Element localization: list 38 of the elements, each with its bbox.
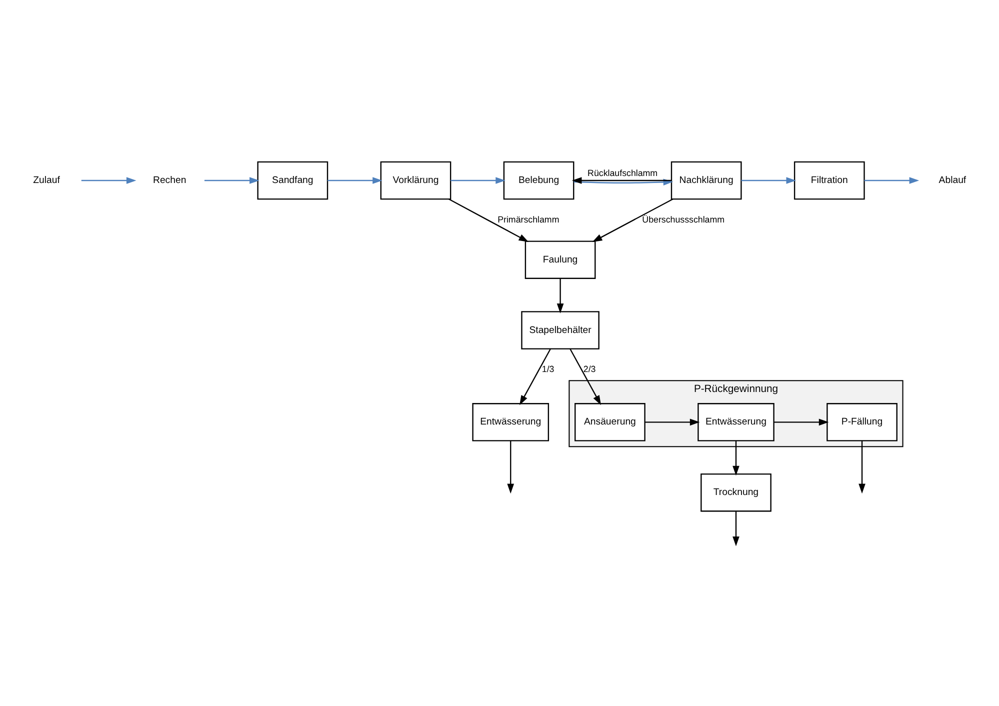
arrow — [741, 176, 796, 184]
node-box: Trocknung — [700, 472, 772, 512]
node-box: Filtration — [794, 160, 865, 200]
arrow — [732, 440, 740, 476]
arrow — [328, 176, 382, 184]
node-box: Nachklärung — [670, 160, 742, 200]
node-box: Vorklärung — [380, 160, 452, 200]
edge-label: 2/3 — [583, 364, 596, 374]
node-text: Ablauf — [938, 174, 966, 186]
arrow — [81, 176, 136, 184]
arrow — [450, 176, 506, 184]
node-text: Zulauf — [33, 174, 60, 186]
arrow — [572, 176, 672, 184]
edge-label: 1/3 — [542, 364, 554, 374]
arrow — [644, 418, 700, 426]
node-box: Belebung — [503, 160, 574, 200]
edge-label: Primärschlamm — [498, 214, 560, 224]
node-box: Stapelbehälter — [521, 310, 600, 349]
edge-label: Rücklaufschlamm — [588, 167, 658, 178]
edge-label: Überschussschlamm — [642, 214, 725, 224]
arrow — [556, 278, 564, 313]
node-box: Entwässerung — [698, 402, 774, 441]
node-box: Sandfang — [257, 160, 328, 200]
arrow — [520, 348, 551, 405]
arrow — [858, 440, 866, 494]
arrow — [774, 418, 829, 426]
arrow — [864, 176, 920, 184]
node-text: Rechen — [153, 174, 186, 186]
arrow — [570, 348, 602, 405]
arrow — [448, 198, 529, 242]
node-box: Ansäuerung — [574, 402, 646, 441]
arrow — [507, 440, 514, 494]
node-box: Faulung — [524, 240, 596, 278]
node-box: P-Fällung — [826, 402, 898, 441]
arrow — [732, 510, 740, 546]
arrow — [592, 198, 674, 242]
arrow — [204, 176, 260, 184]
node-box: Entwässerung — [472, 402, 550, 441]
